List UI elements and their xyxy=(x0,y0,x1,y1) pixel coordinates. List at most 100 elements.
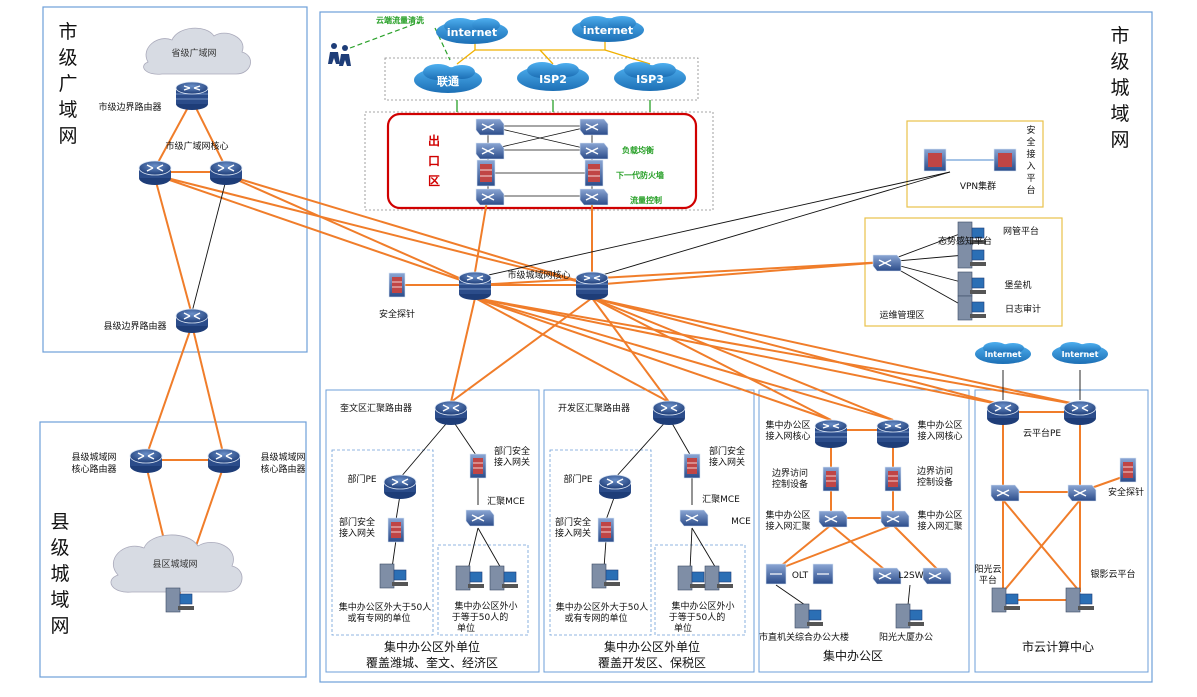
s2-agg-router-label: 开发区汇聚路由器 xyxy=(558,402,630,414)
s4-sunshine-cloud-server-icon xyxy=(991,587,1021,613)
flow-control-right-icon xyxy=(579,188,609,206)
region-city-wan xyxy=(42,6,308,353)
flow-control-label: 流量控制 xyxy=(630,195,662,205)
s1-sec-gw-right-label-1: 部门安全 xyxy=(494,445,530,457)
s3-agg-left-label-1: 集中办公区 xyxy=(765,509,810,521)
black-links xyxy=(191,171,1081,606)
s2-agg-mce-label: 汇聚MCE xyxy=(702,494,740,505)
s2-title-1: 集中办公区外单位 xyxy=(604,639,700,654)
s4-yinying-cloud-server-icon xyxy=(1065,587,1095,613)
cloud-clean-link xyxy=(349,21,421,49)
secure-access-char-3: 接 xyxy=(1026,148,1035,160)
ops-zone-label: 运维管理区 xyxy=(879,309,924,321)
s1-unit-large-label-1: 集中办公区外大于50人 xyxy=(339,601,431,613)
s3-core-right-icon xyxy=(876,419,910,449)
isp3-cloud: ISP3 xyxy=(614,62,686,91)
s1-sec-gw-left-icon xyxy=(387,517,405,543)
exit-zone-char-1: 出 xyxy=(428,133,440,148)
s1-unit-small-server-1-icon xyxy=(455,565,485,591)
s1-unit-small-label-1: 集中办公区外小 xyxy=(454,600,517,612)
s1-dept-pe-label: 部门PE xyxy=(347,473,376,485)
isp3-label: ISP3 xyxy=(636,73,664,86)
internet-3-label: Internet xyxy=(985,350,1022,359)
s2-dept-pe-label: 部门PE xyxy=(563,473,592,485)
exit-router-right-icon xyxy=(579,118,609,136)
sub-box-s1-right xyxy=(437,544,529,636)
internet-links xyxy=(456,40,651,65)
isp2-cloud: ISP2 xyxy=(517,62,589,91)
s2-unit-small-label-1: 集中办公区外小 xyxy=(671,600,734,612)
city-wan-char-3: 广 xyxy=(58,73,77,95)
internet-4-label: Internet xyxy=(1062,350,1099,359)
section-box-1 xyxy=(325,389,540,673)
s1-sec-gw-right-icon xyxy=(469,453,487,479)
s3-border-right-label-2: 控制设备 xyxy=(917,476,953,488)
city-wan-char-5: 网 xyxy=(58,125,77,147)
s4-security-probe-icon xyxy=(1119,457,1137,483)
county-border-router-label: 县级边界路由器 xyxy=(103,320,166,332)
s2-sec-gw-left-icon xyxy=(597,517,615,543)
section-box-3 xyxy=(758,389,970,673)
s3-core-left-label-1: 集中办公区 xyxy=(765,419,810,431)
city-man-char-3: 城 xyxy=(1110,77,1129,99)
ops-switch-icon xyxy=(872,254,902,272)
s3-core-left-icon xyxy=(814,419,848,449)
s1-sec-gw-left-label-2: 接入网关 xyxy=(339,527,375,539)
city-man-core-left-icon xyxy=(458,271,492,301)
nms-platform-label: 网管平台 xyxy=(1003,225,1039,237)
s1-agg-mce-icon xyxy=(465,509,495,527)
security-probe-icon xyxy=(388,272,406,298)
vpn-box xyxy=(906,120,1044,208)
s1-unit-large-label-2: 或有专网的单位 xyxy=(347,612,410,624)
s2-unit-large-label-1: 集中办公区外大于50人 xyxy=(556,601,648,613)
s3-title: 集中办公区 xyxy=(823,648,883,663)
internet-2-label: internet xyxy=(583,24,633,37)
vpn-device-right-icon xyxy=(993,148,1017,172)
bastion-server-icon xyxy=(957,271,987,297)
region-county-wan xyxy=(39,421,307,678)
s4-sunshine-cloud-label-2: 平台 xyxy=(979,574,997,586)
security-probe-label: 安全探针 xyxy=(379,308,415,320)
s2-sec-gw-right-label-1: 部门安全 xyxy=(709,445,745,457)
log-audit-label: 日志审计 xyxy=(1005,303,1041,315)
s2-unit-small-label-3: 单位 xyxy=(674,622,692,634)
city-man-char-4: 域 xyxy=(1110,103,1129,125)
city-wan-core-right-icon xyxy=(209,160,243,186)
s4-yinying-cloud-label: 银影云平台 xyxy=(1090,568,1135,580)
s3-agg-left-label-2: 接入网汇聚 xyxy=(765,520,810,532)
secure-access-char-6: 台 xyxy=(1026,184,1035,196)
s1-title-1: 集中办公区外单位 xyxy=(384,639,480,654)
ops-box xyxy=(864,217,1063,327)
secure-access-char-4: 入 xyxy=(1026,161,1035,172)
sub-box-s1-left xyxy=(331,449,434,636)
secure-access-char-2: 全 xyxy=(1026,136,1035,148)
county-core-left-label-2: 核心路由器 xyxy=(71,463,116,475)
s3-olt-label: OLT xyxy=(792,571,809,581)
s1-unit-small-label-2: 于等于50人的 xyxy=(452,611,508,623)
l2sw-icon-2 xyxy=(922,567,952,585)
vpn-cluster-label: VPN集群 xyxy=(960,180,996,192)
log-server-icon xyxy=(957,295,987,321)
situation-server-icon xyxy=(957,243,987,269)
county-core-right-icon xyxy=(207,448,241,474)
situation-awareness-label: 态势感知平台 xyxy=(938,235,992,247)
isp-box xyxy=(384,57,699,101)
exit-outer-box xyxy=(364,111,714,211)
city-wan-title: 市 级 广 域 网 xyxy=(58,21,77,147)
internet-cloud-1: internet xyxy=(436,18,508,44)
unicom-cloud: 联通 xyxy=(414,64,482,93)
s3-core-right-label-2: 接入网核心 xyxy=(917,430,962,442)
county-core-left-icon xyxy=(129,448,163,474)
s2-agg-router-icon xyxy=(652,400,686,426)
city-man-char-2: 级 xyxy=(1110,51,1129,73)
s3-agg-right-label-1: 集中办公区 xyxy=(917,509,962,521)
city-wan-core-left-icon xyxy=(138,160,172,186)
s2-sec-gw-left-label-1: 部门安全 xyxy=(555,516,591,528)
county-core-left-label-1: 县级城域网 xyxy=(71,451,116,463)
s4-switch-left-icon xyxy=(990,484,1020,502)
provincial-wan-label: 省级广域网 xyxy=(171,47,216,59)
internet-cloud-3: Internet xyxy=(975,342,1031,364)
internet-1-label: internet xyxy=(447,26,497,39)
provincial-wan-cloud: 省级广域网 xyxy=(143,27,251,75)
s4-sunshine-cloud-label-1: 阳光云 xyxy=(974,563,1001,575)
